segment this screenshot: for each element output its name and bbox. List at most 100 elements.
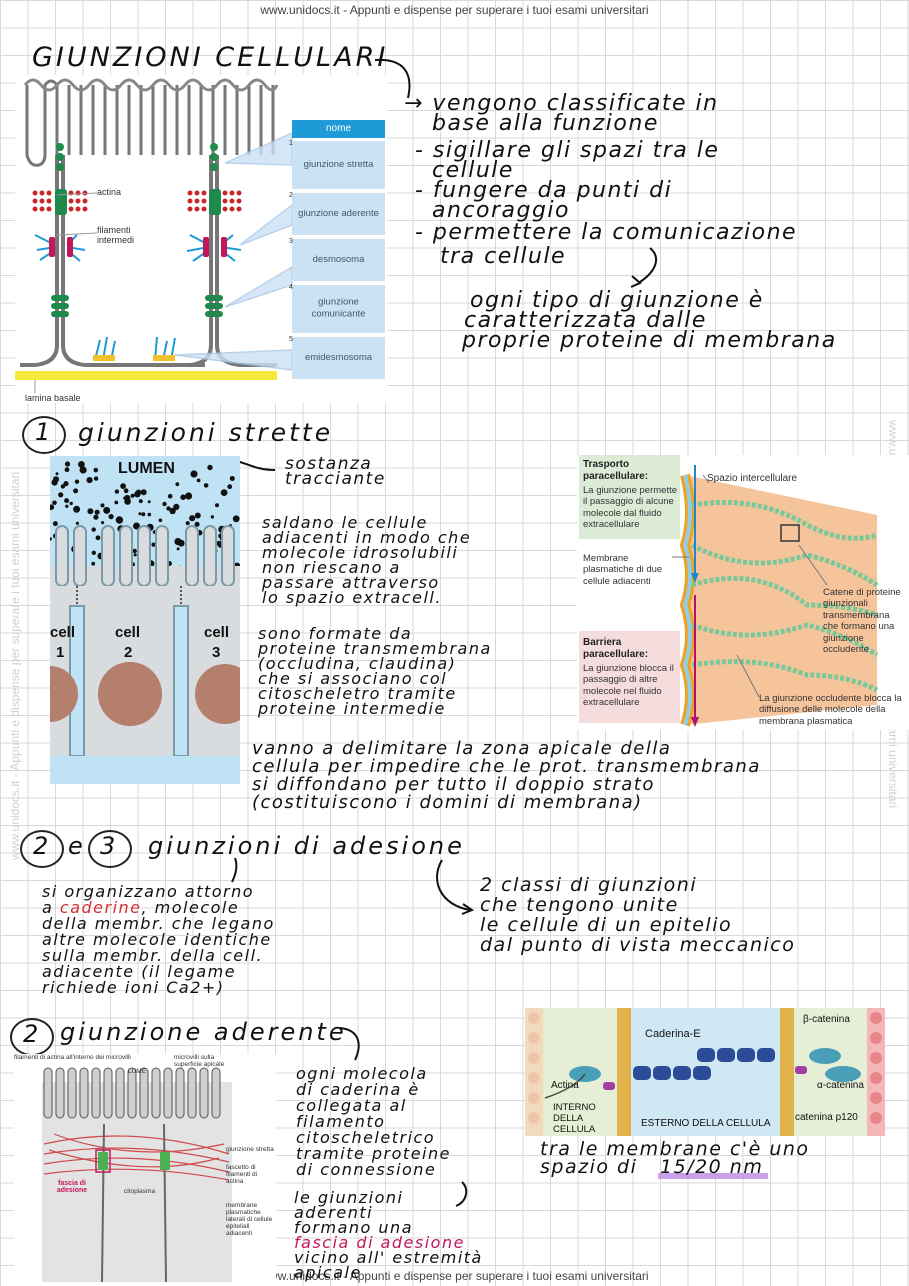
intro-note3: proprie proteine di membrana [462,328,837,353]
section1-p2-line: sono formate da [258,624,413,643]
tracer-dot [210,515,215,519]
tracer-dot [169,507,176,515]
cell-membrane-drawing [15,78,293,393]
tracer-dot [147,512,152,517]
occludente-label: La giunzione occludente blocca la diffus… [759,693,902,727]
tracer-dot [167,493,173,499]
section2-mid-line: citoscheletrico [296,1128,436,1147]
section23-left-line: sulla membr. della cell. [42,946,264,965]
section2-lower2-line: apicale [294,1263,362,1282]
tracer-dot [147,500,151,504]
section23-right-line: che tengono unite [480,894,679,916]
tracer-dot [166,506,171,511]
esterno-label: ESTERNO DELLA CELLULA [641,1118,771,1129]
fascia-adesione-highlight: fascia di adesione [294,1233,465,1252]
tracer-dot [138,499,143,504]
section2-lower2-line: vicino all' estremità [294,1248,483,1267]
tracer-dot [151,542,156,547]
tracer-dot [115,516,124,524]
trasporto-box [579,455,680,539]
beta-catenina-label: β-catenina [803,1014,850,1025]
section1-p3-line: si diffondano per tutto il doppio strato [252,774,655,795]
section2-lower-line: aderenti [294,1203,374,1222]
tracer-dot [130,493,135,498]
section23-right-line: 2 classi di giunzioni [480,874,698,896]
lamina-label: lamina basale [25,393,81,403]
section2-mid-line: di caderina è [296,1080,420,1099]
section23-left-line: della membr. che legano [42,914,275,933]
filamenti-label: filamenti intermedi [97,225,135,245]
section1-title: giunzioni strette [78,418,334,447]
section23-left-line: si organizzano attorno [42,882,255,901]
tight-junction-lumen-diagram: LUMEN cell 1 cell 2 cell 3 [50,456,240,784]
tracer-dot [73,505,81,513]
tracer-line2: tracciante [285,469,386,489]
tracer-dot [100,503,105,508]
section1-p1-line: passare attraverso [262,573,440,592]
membrane-label: Membrane plasmatiche di due cellule adia… [583,553,663,587]
tracer-dot [93,467,99,473]
tracer-dot [203,483,209,488]
membrane-note-line1: tra le membrane c'è uno [540,1138,810,1160]
section1-p2-line: citoscheletro tramite [258,684,457,703]
tracer-dot [134,491,141,498]
section23-right-line: le cellule di un epitelio [480,914,733,936]
barriera-title2: paracellulare: [583,649,649,660]
tracer-dot [73,488,79,494]
spazio-label: Spazio intercellulare [707,473,798,484]
junction-type-number: 4 [289,284,293,291]
intro-line2: base alla funzione [432,111,659,136]
section2-mid-line: ogni molecola [296,1064,428,1083]
tracer-line1: sostanza [285,454,373,474]
intro-note2: caratterizzata dalle [464,308,707,333]
tracer-dot [190,470,198,478]
section2-lower-line: le giunzioni [294,1188,404,1207]
section2-number-circle [20,830,64,868]
tracer-dot [194,521,200,527]
tracer-dot [52,476,60,483]
tracer-dot [140,489,147,496]
junction-type-row: 4 giunzione comunicante [289,284,385,333]
tracer-dot [196,478,201,483]
tracer-dot [64,498,70,504]
tracer-dot [158,518,163,523]
intro-bullet2b: ancoraggio [432,198,571,223]
tracer-dot [86,477,93,484]
section1-p1-line: saldano le cellule [262,513,428,532]
section1-p2-line: che si associano col [258,669,448,688]
tracer-dot [114,489,120,494]
cell3-number: 3 [212,644,221,661]
tracer-dot [194,512,201,519]
intro-bullet2a: - fungere da punti di [415,178,673,203]
paracellular-diagram: Trasporto paracellulare: La giunzione pe… [577,455,909,730]
caderina-label: Caderina-E [645,1028,701,1040]
tracer-dot [69,501,73,506]
section1-p1-line: molecole idrosolubili [262,543,459,562]
section1-p3-line: (costituiscono i domini di membrana) [252,792,643,813]
tracer-dot [133,522,140,530]
section2-mid-line: di connessione [296,1160,437,1179]
tracer-dot [50,537,52,541]
micro-label-r1: giunzione stretta [226,1146,274,1153]
tracer-dot [52,521,58,527]
tracer-dot [173,503,180,510]
section2-title: giunzione aderente [60,1018,347,1046]
tracer-dot [95,535,101,541]
trasporto-body: La giunzione permette il passaggio di al… [583,485,678,531]
tracer-dot [78,461,85,468]
tracer-dot [123,496,127,500]
tracer-dot [60,484,66,489]
tracer-dot [74,479,80,484]
section1-p2-line: (occludina, claudina) [258,654,457,673]
junction-type-number: 1 [289,140,293,147]
micro-label-r3: membrane plasmatiche laterali di cellule… [226,1202,273,1237]
tracer-dot [207,464,213,471]
micro-label-r2: fascetto di filamenti di actina [226,1164,258,1185]
tracer-dot [141,512,146,517]
section23-right-line: dal punto di vista meccanico [480,934,796,956]
junction-type-label: giunzione comunicante [311,296,366,320]
section23-title: giunzioni di adesione [148,832,465,860]
